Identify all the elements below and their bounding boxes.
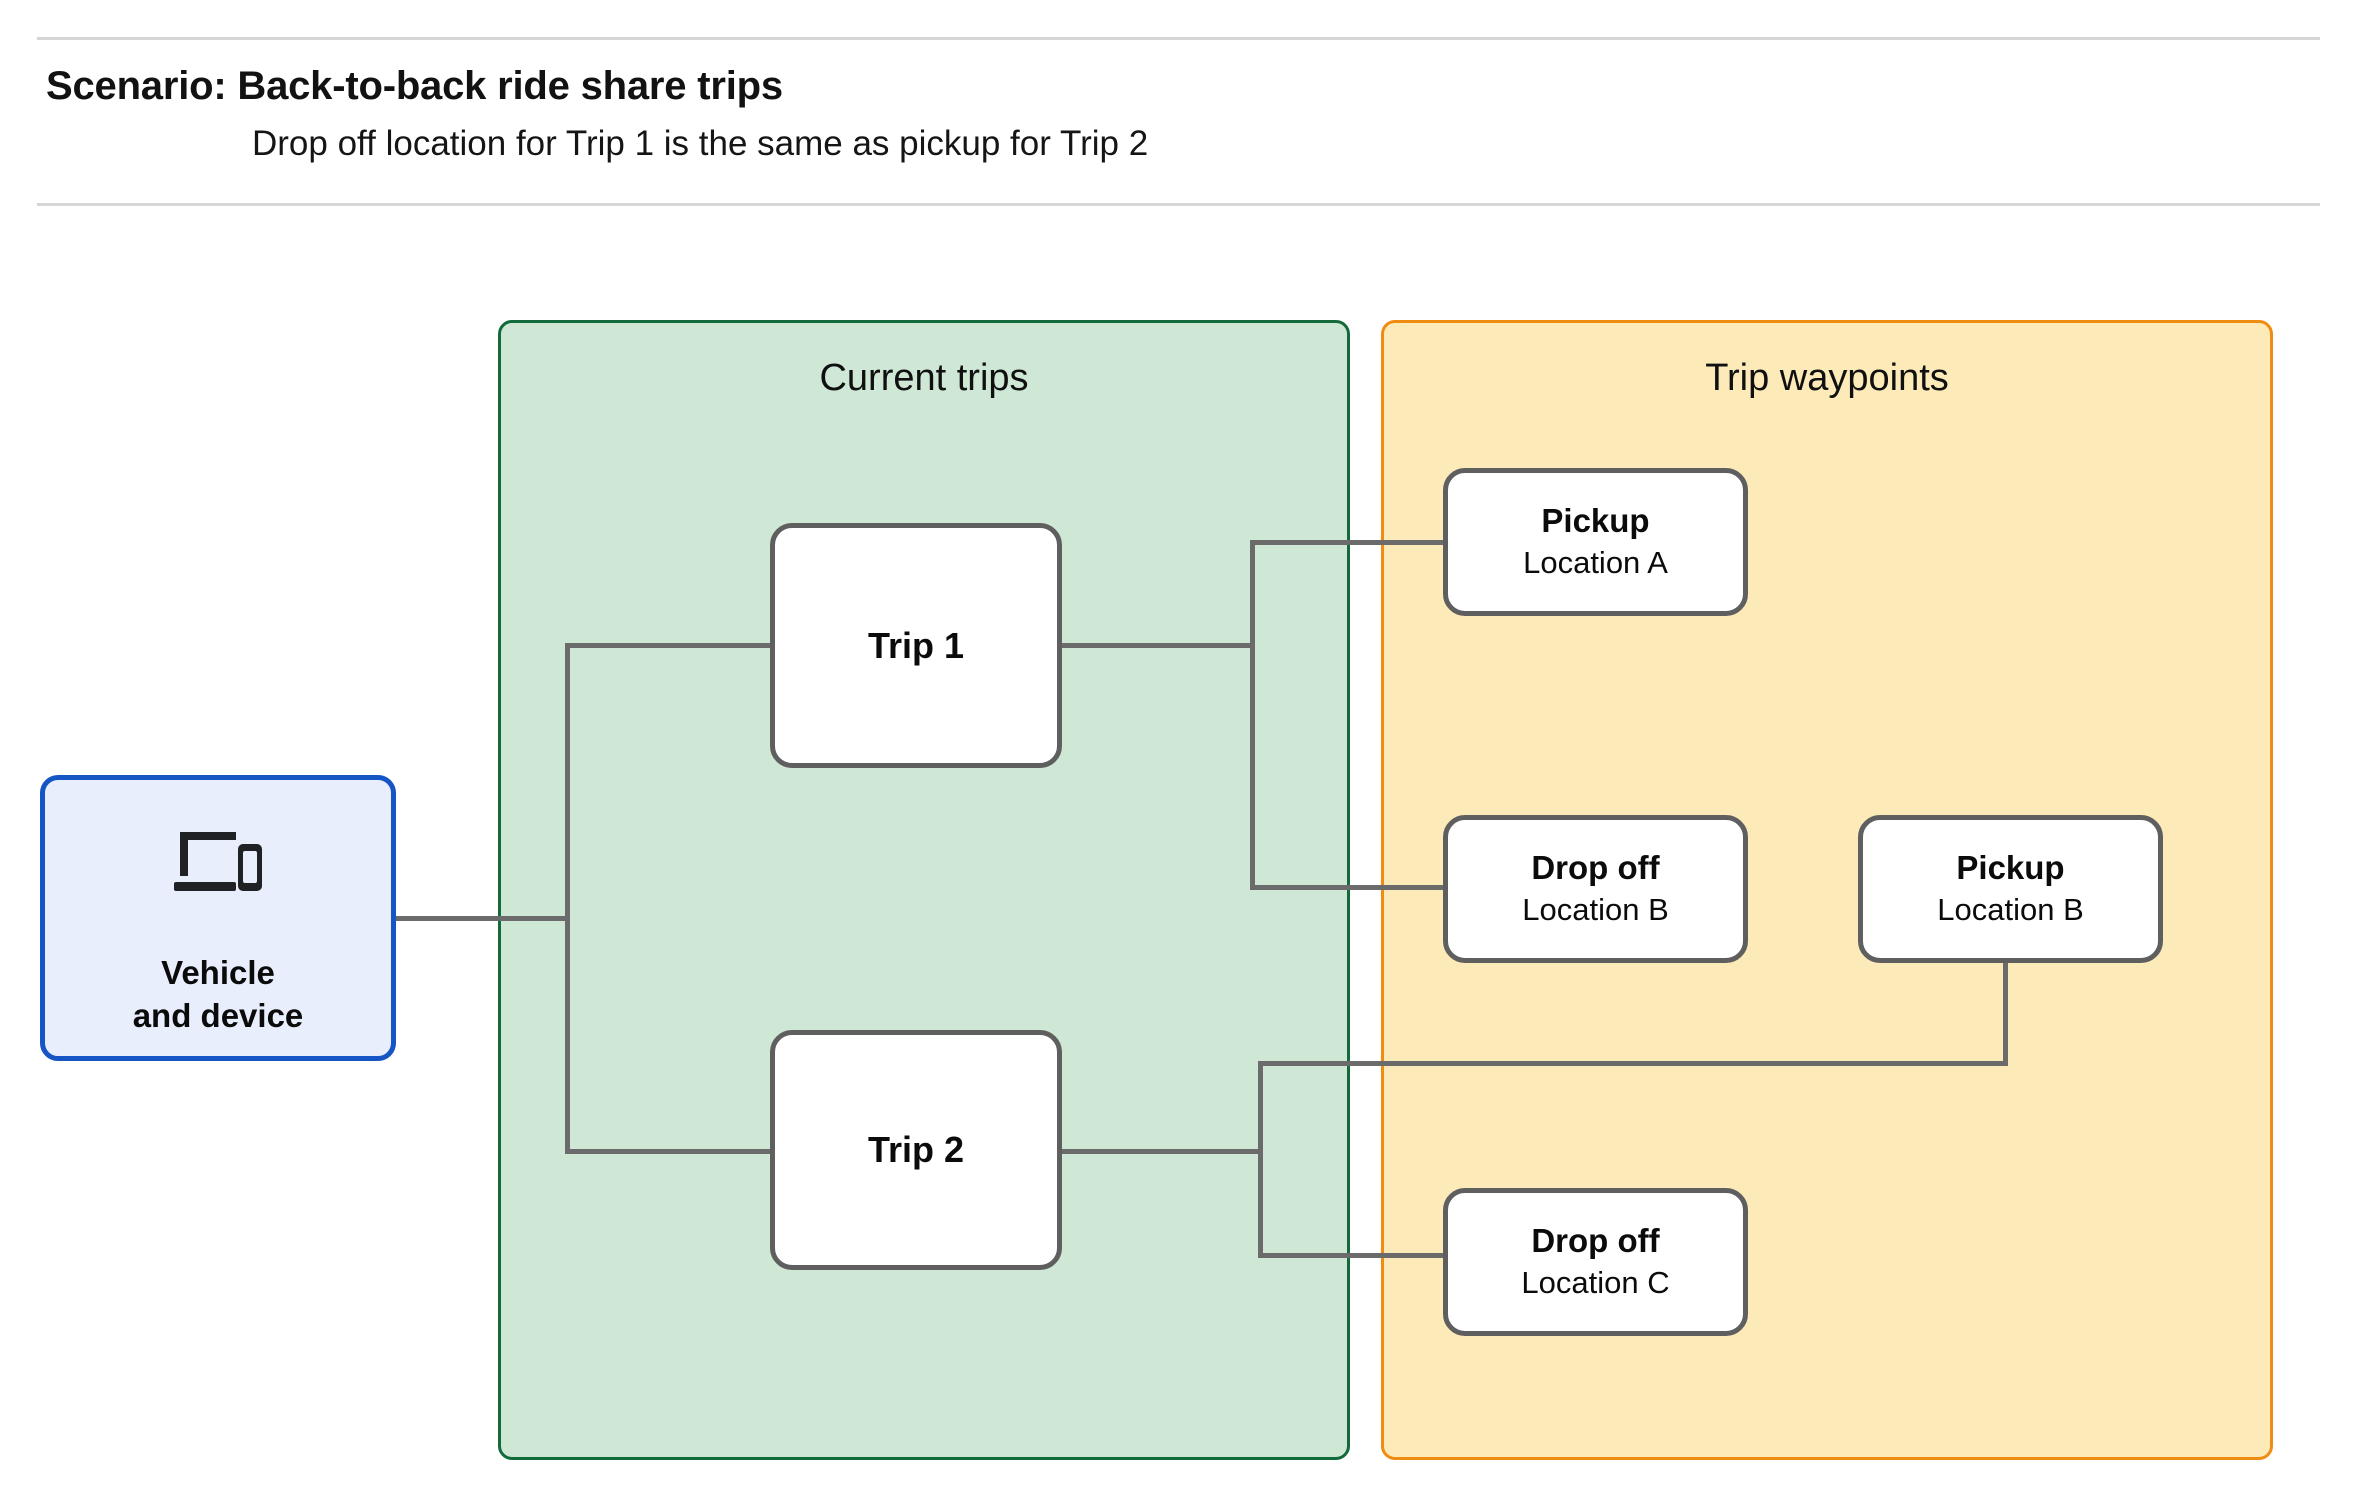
header-divider-top	[37, 37, 2320, 40]
connector-trip2-to-pickup-b-run	[1258, 1061, 2008, 1066]
connector-trunk-vertical	[565, 643, 570, 1154]
connector-trip1-to-junction	[1058, 643, 1254, 648]
connector-trip1-junction-vertical	[1250, 540, 1255, 890]
connector-trip1-to-pickup-a	[1250, 540, 1450, 545]
connector-trip2-junction-vertical	[1258, 1061, 1263, 1257]
page-title: Scenario: Back-to-back ride share trips	[46, 64, 783, 108]
devices-laptop-phone-icon	[172, 826, 264, 900]
node-trip-2-label: Trip 2	[867, 1129, 965, 1171]
panel-trip-waypoints-title: Trip waypoints	[1705, 357, 1949, 399]
node-dropoff-c-title: Drop off	[1531, 1221, 1660, 1259]
node-trip-1[interactable]: Trip 1	[770, 523, 1062, 768]
node-pickup-location-b[interactable]: Pickup Location B	[1858, 815, 2163, 963]
connector-trunk-to-trip1	[565, 643, 775, 648]
node-vehicle-and-device[interactable]: Vehicle and device	[40, 775, 396, 1061]
node-dropoff-location-c[interactable]: Drop off Location C	[1443, 1188, 1748, 1336]
connector-trip2-to-junction	[1058, 1149, 1262, 1154]
node-trip-1-label: Trip 1	[867, 624, 965, 666]
node-vehicle-line2: and device	[132, 996, 304, 1034]
node-dropoff-b-title: Drop off	[1531, 848, 1660, 886]
node-trip-2[interactable]: Trip 2	[770, 1030, 1062, 1270]
connector-trunk-to-trip2	[565, 1149, 775, 1154]
connector-trip1-to-dropoff-b	[1250, 885, 1450, 890]
node-pickup-a-title: Pickup	[1541, 501, 1650, 539]
node-dropoff-c-subtitle: Location C	[1521, 1264, 1670, 1300]
header-divider-bottom	[37, 203, 2320, 206]
connector-vehicle-to-trunk	[396, 916, 570, 921]
node-dropoff-location-b[interactable]: Drop off Location B	[1443, 815, 1748, 963]
node-pickup-location-a[interactable]: Pickup Location A	[1443, 468, 1748, 616]
node-pickup-b-subtitle: Location B	[1937, 891, 2084, 927]
node-vehicle-line1: Vehicle	[161, 954, 275, 991]
node-pickup-a-subtitle: Location A	[1523, 544, 1668, 580]
panel-current-trips: Current trips	[498, 320, 1350, 1460]
node-pickup-b-title: Pickup	[1956, 848, 2065, 886]
panel-current-trips-title: Current trips	[819, 357, 1029, 399]
page-subtitle: Drop off location for Trip 1 is the same…	[252, 124, 1149, 163]
node-dropoff-b-subtitle: Location B	[1522, 891, 1669, 927]
connector-trip2-to-dropoff-c	[1258, 1253, 1450, 1258]
connector-pickup-b-down	[2003, 958, 2008, 1066]
